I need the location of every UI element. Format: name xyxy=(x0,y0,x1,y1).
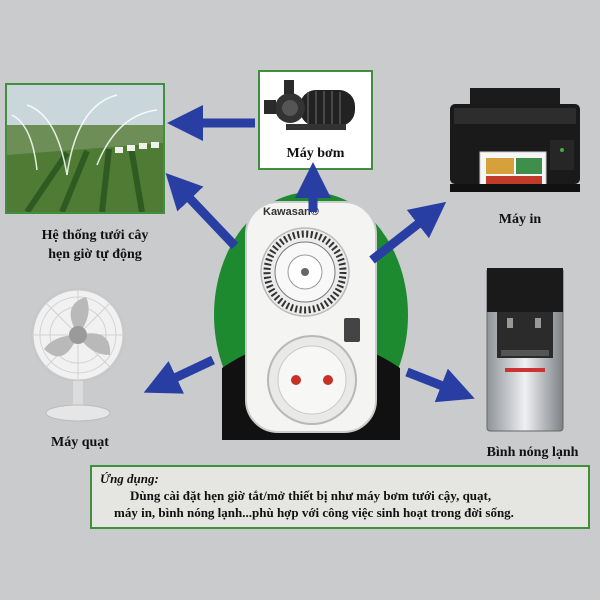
irrigation-label: Hệ thống tưới cây hẹn giờ tự động xyxy=(0,226,190,264)
printer-label: Máy in xyxy=(498,212,542,227)
timer-switch[interactable] xyxy=(344,318,360,342)
usage-title: Ứng dụng: xyxy=(100,471,159,486)
arrow-to-printer xyxy=(369,201,447,264)
usage-box: Ứng dụng: Dùng cài đặt hẹn giờ tắt/mở th… xyxy=(90,465,590,529)
arrow-to-fan xyxy=(143,355,215,394)
usage-line2: máy in, bình nóng lạnh...phù hợp với côn… xyxy=(114,505,514,520)
usage-line1: Dùng cài đặt hẹn giờ tắt/mở thiết bị như… xyxy=(130,488,492,503)
brand-logo: Kawasan® xyxy=(263,206,319,218)
water-dispenser-label: Bình nóng lạnh xyxy=(486,445,579,460)
fan-icon xyxy=(30,287,126,422)
timer-dial[interactable] xyxy=(263,230,347,314)
arrow-to-water-dispenser xyxy=(405,367,475,403)
irrigation-image xyxy=(5,83,165,214)
printer-icon xyxy=(450,88,580,192)
fan-label: Máy quạt xyxy=(51,435,109,450)
irrigation-label-line1: Hệ thống tưới cây xyxy=(41,228,149,243)
socket-outlet xyxy=(277,345,347,415)
water-dispenser-icon xyxy=(486,268,564,432)
arrow-to-irrigation-lower xyxy=(165,172,239,250)
pump-icon xyxy=(264,80,355,130)
irrigation-label-line2: hẹn giờ tự động xyxy=(48,247,142,262)
timer-socket-graphic xyxy=(214,192,408,440)
pump-label: Máy bơm xyxy=(286,146,345,161)
pump-box: Máy bơm xyxy=(258,70,373,170)
